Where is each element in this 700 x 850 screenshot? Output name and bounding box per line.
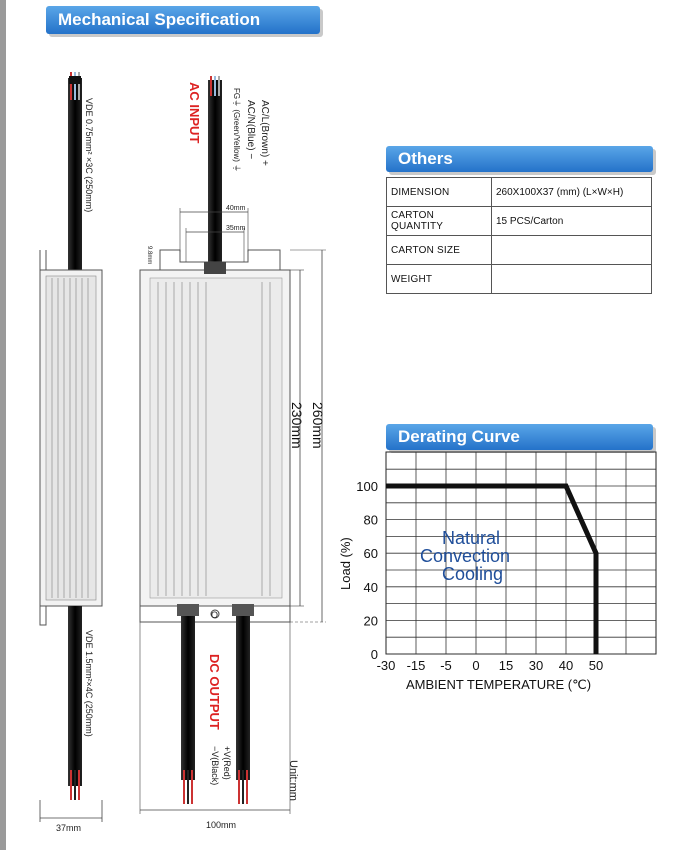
y-tick-label: 20 bbox=[364, 613, 378, 628]
x-tick-label: 0 bbox=[472, 658, 479, 673]
others-header: Others bbox=[386, 146, 653, 172]
output-gland-2 bbox=[232, 604, 254, 616]
mount-hole-label: O bbox=[211, 610, 218, 620]
x-tick-label: -15 bbox=[407, 658, 426, 673]
annotation-line-3: Cooling bbox=[442, 564, 503, 584]
dim-260-label: 260mm bbox=[310, 402, 326, 449]
output-cable-side bbox=[68, 606, 82, 786]
annotation-line-2: Convection bbox=[420, 546, 510, 566]
ac-input-label: AC INPUT bbox=[187, 82, 202, 143]
chart-x-axis-label: AMBIENT TEMPERATURE (℃) bbox=[406, 677, 591, 692]
dim-230-label: 230mm bbox=[289, 402, 305, 449]
dim-100-label: 100mm bbox=[206, 820, 236, 830]
side-view: 37mm bbox=[39, 72, 103, 833]
table-row: DIMENSION 260X100X37 (mm) (L×W×H) bbox=[386, 177, 652, 207]
weight-label: WEIGHT bbox=[386, 264, 492, 294]
dim-35-label: 35mm bbox=[226, 225, 246, 232]
carton-size-label: CARTON SIZE bbox=[386, 235, 492, 265]
x-tick-label: -30 bbox=[377, 658, 396, 673]
output-cable-2 bbox=[236, 616, 250, 780]
output-cable-1 bbox=[181, 616, 195, 780]
derating-series-line bbox=[386, 483, 599, 654]
table-row: WEIGHT bbox=[386, 264, 652, 294]
dim-37-label: 37mm bbox=[56, 823, 81, 833]
derating-curve-header: Derating Curve bbox=[386, 424, 653, 450]
mechanical-spec-header: Mechanical Specification bbox=[46, 6, 320, 34]
dc-output-label: DC OUTPUT bbox=[207, 654, 222, 730]
y-tick-label: 60 bbox=[364, 546, 378, 561]
input-cable-side bbox=[68, 78, 82, 270]
dimension-value: 260X100X37 (mm) (L×W×H) bbox=[491, 177, 652, 207]
unit-label: Unit:mm bbox=[287, 760, 299, 801]
dim-9-label: 9.8mm bbox=[146, 246, 152, 264]
x-tick-label: 50 bbox=[589, 658, 603, 673]
x-tick-label: 30 bbox=[529, 658, 543, 673]
x-tick-label: -5 bbox=[440, 658, 452, 673]
chart-y-axis-label: Load (%) bbox=[338, 537, 353, 590]
ac-n-label: AC/N(Blue) − bbox=[245, 100, 256, 159]
carton-quantity-value: 15 PCS/Carton bbox=[491, 206, 652, 236]
input-gland bbox=[204, 262, 226, 274]
vde-top-label: VDE 0.75mm² ×3C (250mm) bbox=[84, 98, 94, 212]
page-edge-bar bbox=[0, 0, 6, 850]
y-tick-label: 100 bbox=[356, 479, 378, 494]
input-cable-top bbox=[208, 80, 222, 268]
dim-40-label: 40mm bbox=[226, 205, 246, 212]
weight-value bbox=[491, 264, 652, 294]
chart-ticks: -30 -15 -5 0 15 30 40 50 0 20 40 60 80 100 bbox=[356, 479, 603, 673]
y-tick-label: 0 bbox=[371, 647, 378, 662]
others-table: DIMENSION 260X100X37 (mm) (L×W×H) CARTON… bbox=[386, 177, 652, 294]
ac-l-label: AC/L(Brown) + bbox=[259, 100, 270, 166]
output-gland-1 bbox=[177, 604, 199, 616]
chart-annotation: Natural Convection Cooling bbox=[420, 528, 510, 584]
x-tick-label: 40 bbox=[559, 658, 573, 673]
y-tick-label: 80 bbox=[364, 513, 378, 528]
annotation-line-1: Natural bbox=[442, 528, 500, 548]
vde-bottom-label: VDE 1.5mm²×4C (250mm) bbox=[84, 630, 94, 737]
fg-label: FG⏚ (Green/Yellow) ⏚ bbox=[232, 88, 241, 172]
x-tick-label: 15 bbox=[499, 658, 513, 673]
top-view: O 40mm 35mm 9.8mm 260mm 230mm 1 bbox=[139, 76, 326, 830]
y-tick-label: 40 bbox=[364, 580, 378, 595]
v-plus-label: +V(Red) bbox=[222, 746, 232, 780]
dimension-label: DIMENSION bbox=[386, 177, 492, 207]
v-minus-label: −V(Black) bbox=[210, 746, 220, 785]
